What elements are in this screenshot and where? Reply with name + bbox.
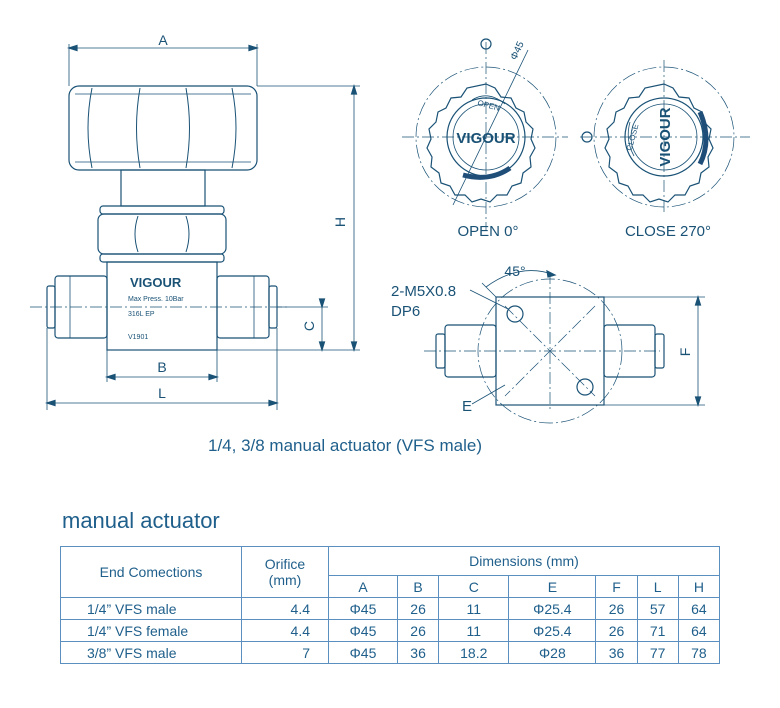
cell-orifice: 4.4 xyxy=(241,619,329,642)
header-dim-h: H xyxy=(677,575,721,598)
cell-dim: Φ45 xyxy=(328,619,398,642)
open-knob-brand: VIGOUR xyxy=(456,130,515,147)
cell-dim: 57 xyxy=(636,597,679,620)
header-dim-a: A xyxy=(328,575,398,598)
cell-dim: 64 xyxy=(677,597,721,620)
cell-dim: 26 xyxy=(396,597,440,620)
body-text-3: V1901 xyxy=(128,334,148,341)
cell-dim: 71 xyxy=(636,619,679,642)
body-brand: VIGOUR xyxy=(130,275,182,290)
close-label: CLOSE 270° xyxy=(625,223,711,240)
thread-label-1: 2-M5X0.8 xyxy=(391,283,456,300)
cell-end: 3/8” VFS male xyxy=(60,641,242,664)
cell-dim: 64 xyxy=(677,619,721,642)
dim-f-label: F xyxy=(677,348,693,357)
cell-end: 1/4” VFS male xyxy=(60,597,242,620)
cell-dim: 26 xyxy=(595,597,638,620)
body-text-2: 316L EP xyxy=(128,311,155,318)
cell-dim: 26 xyxy=(595,619,638,642)
table-row: 3/8” VFS male 7 Φ45 36 18.2 Φ28 36 77 78 xyxy=(60,641,721,664)
header-end-connections: End Comections xyxy=(60,546,242,598)
header-dim-l: L xyxy=(636,575,679,598)
cell-dim: 18.2 xyxy=(438,641,510,664)
header-orifice: Orifice(mm) xyxy=(241,546,329,598)
section-title: manual actuator xyxy=(62,508,220,533)
close-knob-text: CLOSE xyxy=(625,123,641,152)
cell-dim: Φ45 xyxy=(328,641,398,664)
cell-dim: 11 xyxy=(438,619,510,642)
close-knob-brand: VIGOUR xyxy=(657,107,674,166)
cell-dim: Φ25.4 xyxy=(508,619,597,642)
drawing-caption: 1/4, 3/8 manual actuator (VFS male) xyxy=(207,436,483,455)
dim-l-label: L xyxy=(158,385,166,401)
body-text-1: Max Press. 10Bar xyxy=(128,296,184,303)
cell-dim: 78 xyxy=(677,641,721,664)
technical-drawing: A H C B L VIGOUR Max Press. 10Bar 316L E… xyxy=(30,32,750,424)
cell-dim: Φ45 xyxy=(328,597,398,620)
cell-orifice: 7 xyxy=(241,641,329,664)
dim-h-label: H xyxy=(332,217,348,227)
open-knob-text: OPEN xyxy=(477,98,501,113)
open-label: OPEN 0° xyxy=(457,223,518,240)
cell-dim: 36 xyxy=(396,641,440,664)
cell-end: 1/4” VFS female xyxy=(60,619,242,642)
header-dim-b: B xyxy=(396,575,440,598)
dimension-table: End Comections Orifice(mm) Dimensions (m… xyxy=(60,546,721,664)
dim-a-label: A xyxy=(158,32,168,48)
cell-dim: 36 xyxy=(595,641,638,664)
header-dim-f: F xyxy=(595,575,638,598)
cell-orifice: 4.4 xyxy=(241,597,329,620)
table-row: 1/4” VFS female 4.4 Φ45 26 11 Φ25.4 26 7… xyxy=(60,619,721,642)
table-row: 1/4” VFS male 4.4 Φ45 26 11 Φ25.4 26 57 … xyxy=(60,597,721,620)
thread-label-2: DP6 xyxy=(391,303,420,320)
header-dim-e: E xyxy=(508,575,597,598)
dim-c-label: C xyxy=(301,321,317,331)
cell-dim: Φ25.4 xyxy=(508,597,597,620)
cell-dim: Φ28 xyxy=(508,641,597,664)
angle-label: 45° xyxy=(504,263,525,279)
cell-dim: 77 xyxy=(636,641,679,664)
cell-dim: 26 xyxy=(396,619,440,642)
header-dim-c: C xyxy=(438,575,510,598)
header-dimensions: Dimensions (mm) xyxy=(328,546,720,576)
dim-e-label: E xyxy=(462,398,472,415)
cell-dim: 11 xyxy=(438,597,510,620)
dim-b-label: B xyxy=(157,359,166,375)
